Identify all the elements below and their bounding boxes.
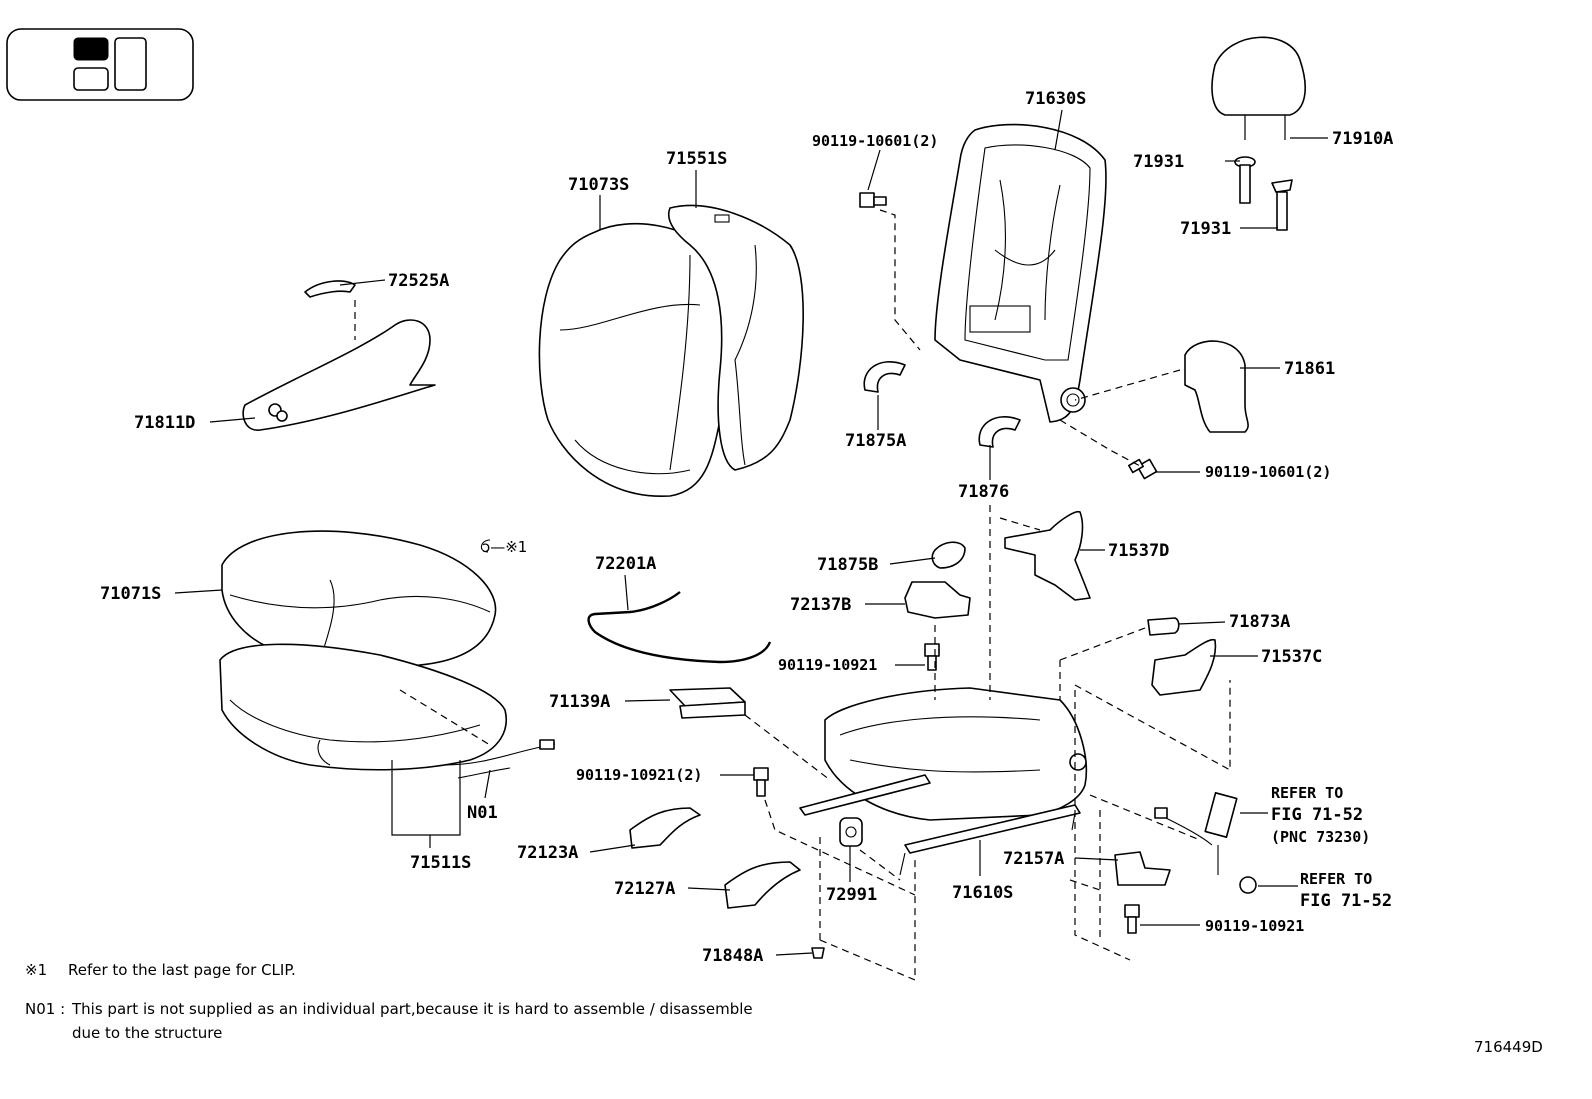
headrest-71910a xyxy=(1211,36,1306,140)
headrest-guide-71931-a xyxy=(1234,156,1256,204)
note2-mark: N01 : xyxy=(25,1000,65,1018)
seat-cushion-pad-71511s xyxy=(219,643,507,771)
cover-72157a xyxy=(1114,851,1171,886)
label-72991: 72991 xyxy=(826,885,877,905)
label-90119-10921-b: 90119-10921 xyxy=(1205,917,1304,935)
label-72123a: 72123A xyxy=(517,843,578,863)
seat-cushion-cover-71071s xyxy=(221,530,497,669)
seatback-pad-71551s xyxy=(668,204,804,471)
wire-72201a xyxy=(587,591,772,664)
label-71551s: 71551S xyxy=(666,149,727,169)
bolt-90119-10601-top xyxy=(859,192,887,208)
diagram-id: 716449D xyxy=(1474,1038,1543,1056)
label-71875b: 71875B xyxy=(817,555,878,575)
note1-mark: ※1 xyxy=(25,961,47,979)
hinge-cover-71876 xyxy=(978,416,1021,448)
headrest-guide-71931-b xyxy=(1271,179,1293,231)
label-71071s: 71071S xyxy=(100,584,161,604)
label-71630s: 71630S xyxy=(1025,89,1086,109)
recliner-knob-72525a xyxy=(304,280,356,298)
label-71931-b: 71931 xyxy=(1180,219,1231,239)
label-90119-10921-a: 90119-10921 xyxy=(778,656,877,674)
bolt-90119-10601-right xyxy=(1128,458,1158,480)
note2-text-line2: due to the structure xyxy=(72,1024,222,1042)
seatback-frame-71630s xyxy=(934,123,1107,423)
cover-72123a xyxy=(629,807,701,849)
label-71931-a: 71931 xyxy=(1133,152,1184,172)
label-72201a: 72201A xyxy=(595,554,656,574)
cap-71873a xyxy=(1147,617,1180,636)
cover-71537d xyxy=(1004,510,1091,601)
label-71861: 71861 xyxy=(1284,359,1335,379)
label-n01: N01 xyxy=(467,803,498,823)
label-refer2-line2: FIG 71-52 xyxy=(1300,891,1392,911)
leader-lines xyxy=(174,109,1328,956)
label-71811d: 71811D xyxy=(134,413,195,433)
cover-72127a xyxy=(724,861,801,909)
wire-harness-n01 xyxy=(444,739,556,779)
seatback-cover-71073s xyxy=(538,222,734,497)
note1-text: Refer to the last page for CLIP. xyxy=(68,961,296,979)
label-71876: 71876 xyxy=(958,482,1009,502)
label-90119-10921-2: 90119-10921(2) xyxy=(576,766,702,784)
label-90119-10601-2-right: 90119-10601(2) xyxy=(1205,463,1331,481)
label-71848a: 71848A xyxy=(702,946,763,966)
cover-71875b xyxy=(931,541,966,569)
label-71537d: 71537D xyxy=(1108,541,1169,561)
label-71511s: 71511S xyxy=(410,853,471,873)
side-shield-71861 xyxy=(1184,340,1249,433)
label-refer1-line3: (PNC 73230) xyxy=(1271,828,1370,846)
label-71139a: 71139A xyxy=(549,692,610,712)
hinge-cover-71875a xyxy=(863,361,906,393)
label-72137b: 72137B xyxy=(790,595,851,615)
cover-71537c xyxy=(1151,638,1217,696)
label-71610s: 71610S xyxy=(952,883,1013,903)
label-71073s: 71073S xyxy=(568,175,629,195)
seat-belt-buckle xyxy=(1154,792,1257,894)
label-72157a: 72157A xyxy=(1003,849,1064,869)
part-72991 xyxy=(839,817,863,847)
part-labels: 71630S 90119-10601(2) 71551S 71073S 7252… xyxy=(100,89,1393,966)
label-refer1-line2: FIG 71-52 xyxy=(1271,805,1363,825)
bracket-72137b xyxy=(904,581,971,619)
side-panel-71811d xyxy=(242,319,436,431)
clip-71848a xyxy=(811,947,825,959)
label-72525a: 72525A xyxy=(388,271,449,291)
label-71873a: 71873A xyxy=(1229,612,1290,632)
note2-text-line1: This part is not supplied as an individu… xyxy=(71,1000,753,1018)
clip-icon xyxy=(480,539,491,553)
label-refer1-line1: REFER TO xyxy=(1271,784,1343,802)
seat-position-icon xyxy=(6,28,194,101)
label-71910a: 71910A xyxy=(1332,129,1393,149)
footnotes: ※1 Refer to the last page for CLIP. N01 … xyxy=(25,961,753,1042)
bolt-90119-10921-a xyxy=(924,643,940,671)
label-refer2-line1: REFER TO xyxy=(1300,870,1372,888)
label-71875a: 71875A xyxy=(845,431,906,451)
label-90119-10601-2-top: 90119-10601(2) xyxy=(812,132,938,150)
label-71537c: 71537C xyxy=(1261,647,1322,667)
bolt-90119-10921-2 xyxy=(753,767,769,797)
label-72127a: 72127A xyxy=(614,879,675,899)
bolt-90119-10921-b xyxy=(1124,904,1140,934)
seat-adjuster-71610s xyxy=(799,687,1088,876)
part-71139a xyxy=(669,687,746,719)
assembly-dash-lines xyxy=(354,209,1231,981)
label-clip-symbol: ↄ—※1 xyxy=(482,538,527,556)
